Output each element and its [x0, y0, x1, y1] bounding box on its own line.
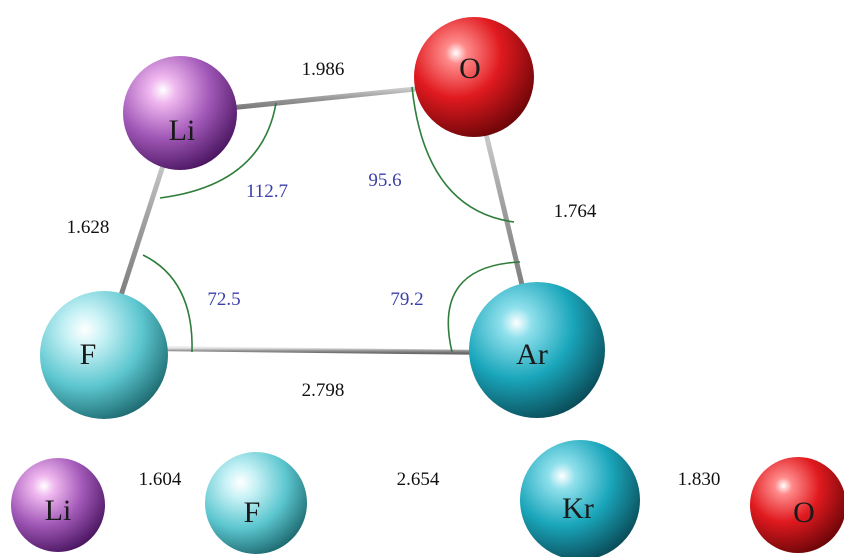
bond-f-ar [101, 345, 540, 356]
atom-o: O [414, 17, 534, 137]
bond-length-li-f: 1.628 [67, 217, 110, 238]
angle-arc-li [159, 102, 277, 199]
atom-b-o: O [750, 457, 844, 553]
angle-arc-o [411, 86, 515, 223]
top-bond-lengths: 1.986 1.628 1.764 2.798 [67, 59, 597, 401]
angle-arc-ar [447, 261, 521, 353]
atom-o-label: O [459, 52, 481, 85]
atom-ar: Ar [469, 282, 605, 418]
angle-li: 112.7 [246, 181, 288, 202]
atom-li: Li [123, 56, 237, 170]
bond-length-f-ar: 2.798 [302, 380, 345, 401]
atom-f: F [40, 291, 168, 419]
atom-b-kr: Kr [520, 440, 640, 557]
angle-f: 72.5 [207, 289, 240, 310]
atom-b-f-label: F [244, 496, 261, 529]
atom-f-label: F [80, 338, 97, 371]
atom-b-li: Li [11, 458, 105, 552]
bond-length-b-kr-o: 1.830 [678, 469, 721, 490]
top-angles: 112.7 95.6 72.5 79.2 [207, 170, 423, 310]
atom-b-o-label: O [793, 496, 815, 529]
atom-b-f: F [205, 452, 307, 554]
top-atoms: Li O F Ar [40, 17, 605, 419]
bottom-atoms: Li F Kr O [11, 440, 844, 557]
angle-arc-f [142, 254, 193, 353]
atom-li-label: Li [169, 114, 196, 147]
angle-arcs [142, 86, 521, 353]
bond-length-o-ar: 1.764 [554, 201, 597, 222]
atom-ar-label: Ar [516, 338, 548, 371]
bond-length-li-o: 1.986 [302, 59, 345, 80]
bottom-bond-lengths: 1.604 2.654 1.830 [139, 469, 721, 490]
bond-length-b-li-f: 1.604 [139, 469, 182, 490]
bond-length-b-f-kr: 2.654 [397, 469, 440, 490]
atom-b-li-label: Li [45, 494, 72, 527]
angle-ar: 79.2 [390, 289, 423, 310]
atom-b-kr-label: Kr [562, 492, 594, 525]
angle-o: 95.6 [368, 170, 401, 191]
